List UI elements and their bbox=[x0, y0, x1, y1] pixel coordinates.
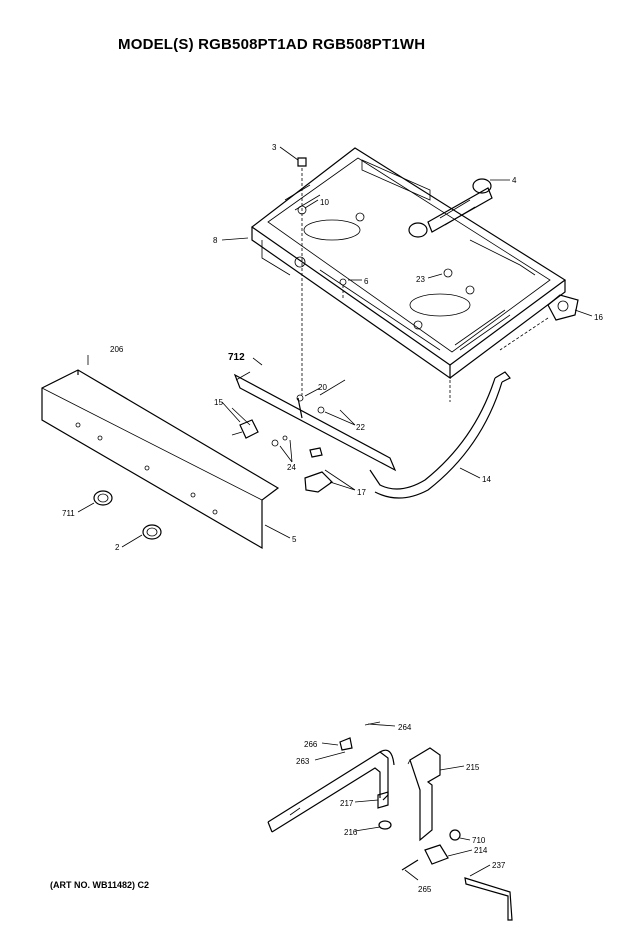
callout-8: 8 bbox=[213, 236, 218, 245]
callout-266: 266 bbox=[304, 740, 318, 749]
callout-10: 10 bbox=[320, 198, 329, 207]
callout-23: 23 bbox=[416, 275, 425, 284]
callout-5: 5 bbox=[292, 535, 297, 544]
callout-216: 216 bbox=[344, 828, 358, 837]
callout-16: 16 bbox=[594, 313, 603, 322]
callout-20: 20 bbox=[318, 383, 327, 392]
control-panel bbox=[41, 369, 280, 550]
callout-215: 215 bbox=[466, 763, 480, 772]
burner-box bbox=[250, 147, 567, 380]
callout-24: 24 bbox=[287, 463, 296, 472]
bottom-burner-tube bbox=[267, 749, 395, 833]
bottom-small-parts bbox=[339, 721, 513, 921]
callout-237: 237 bbox=[492, 861, 506, 870]
callout-264: 264 bbox=[398, 723, 412, 732]
burner-valve-assembly bbox=[408, 178, 493, 238]
bottom-bracket-215 bbox=[407, 747, 441, 842]
callout-263: 263 bbox=[296, 757, 310, 766]
callout-214: 214 bbox=[474, 846, 488, 855]
callout-14: 14 bbox=[482, 475, 491, 484]
callout-217: 217 bbox=[340, 799, 354, 808]
gas-manifold bbox=[233, 371, 397, 472]
callout-labels: 3 4 10 8 6 23 16 206 712 20 15 22 24 17 … bbox=[62, 143, 603, 894]
knob-parts bbox=[93, 490, 162, 540]
supply-tube bbox=[369, 371, 511, 499]
callout-3: 3 bbox=[272, 143, 277, 152]
bottom-callout-leaders bbox=[314, 723, 491, 881]
callout-15: 15 bbox=[214, 398, 223, 407]
igniter-bracket bbox=[547, 294, 579, 321]
callout-2: 2 bbox=[115, 543, 120, 552]
diagram-title: MODEL(S) RGB508PT1AD RGB508PT1WH bbox=[118, 36, 426, 53]
callout-22: 22 bbox=[356, 423, 365, 432]
art-number: (ART NO. WB11482) C2 bbox=[50, 880, 150, 890]
callout-711: 711 bbox=[62, 509, 75, 518]
callout-206: 206 bbox=[110, 345, 124, 354]
callout-leaders bbox=[77, 146, 593, 548]
callout-710: 710 bbox=[472, 836, 486, 845]
callout-6: 6 bbox=[364, 277, 369, 286]
callout-4: 4 bbox=[512, 176, 517, 185]
callout-265: 265 bbox=[418, 885, 432, 894]
callout-712: 712 bbox=[228, 352, 245, 363]
callout-17: 17 bbox=[357, 488, 366, 497]
valve-parts bbox=[231, 406, 333, 493]
screw-parts bbox=[297, 157, 453, 286]
